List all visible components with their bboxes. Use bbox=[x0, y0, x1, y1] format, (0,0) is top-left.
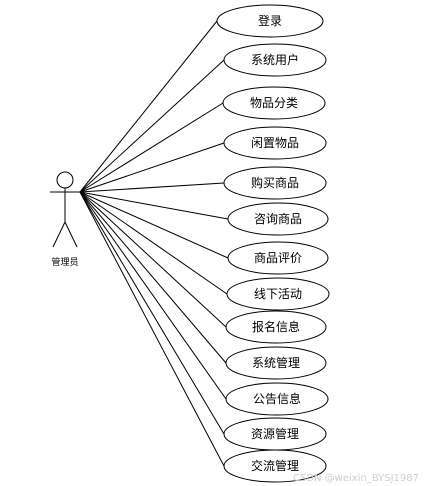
use-case-ellipse bbox=[223, 166, 327, 200]
association-line bbox=[79, 182, 225, 193]
association-line bbox=[79, 102, 224, 193]
association-line bbox=[79, 191, 227, 364]
use-case: 咨询商品 bbox=[227, 202, 329, 236]
use-case: 系统用户 bbox=[223, 43, 327, 77]
use-case-ellipse bbox=[227, 241, 329, 275]
use-case-label: 闲置物品 bbox=[251, 136, 299, 150]
association-line bbox=[79, 20, 218, 193]
actor-left-leg bbox=[52, 221, 66, 248]
use-case-label: 物品分类 bbox=[250, 96, 298, 110]
association-line bbox=[79, 142, 225, 193]
use-case-ellipse bbox=[222, 86, 326, 120]
use-case-ellipse bbox=[226, 277, 330, 311]
association-line bbox=[79, 191, 227, 328]
use-case: 购买商品 bbox=[223, 166, 327, 200]
use-case-label: 咨询商品 bbox=[254, 211, 302, 226]
use-case-ellipse bbox=[216, 4, 324, 38]
use-case-label: 商品评价 bbox=[254, 250, 302, 265]
use-case: 系统管理 bbox=[225, 346, 327, 380]
use-case-ellipse bbox=[223, 449, 327, 483]
association-line bbox=[79, 191, 225, 467]
association-line bbox=[79, 59, 225, 193]
use-case-ellipse bbox=[225, 382, 329, 416]
use-cases: 登录系统用户物品分类闲置物品购买商品咨询商品商品评价线下活动报名信息系统管理公告… bbox=[216, 4, 330, 483]
use-case-label: 系统管理 bbox=[252, 355, 300, 370]
use-case-label: 公告信息 bbox=[253, 391, 301, 406]
use-case-ellipse bbox=[223, 126, 327, 160]
use-case-ellipse bbox=[227, 202, 329, 236]
association-line bbox=[79, 191, 228, 295]
actor-label: 管理员 bbox=[51, 256, 78, 268]
association-line bbox=[79, 191, 229, 220]
use-case: 线下活动 bbox=[226, 277, 330, 311]
use-case: 物品分类 bbox=[222, 86, 326, 120]
actor-administrator: 管理员 bbox=[50, 171, 80, 268]
use-case-label: 登录 bbox=[258, 13, 282, 28]
use-case-ellipse bbox=[223, 43, 327, 77]
use-case-label: 报名信息 bbox=[252, 319, 300, 334]
association-line bbox=[79, 191, 229, 259]
use-case-label: 交流管理 bbox=[251, 458, 299, 473]
watermark: CSDN @weixin_BYSJ1987 bbox=[293, 473, 419, 484]
use-case: 登录 bbox=[216, 4, 324, 38]
use-case: 公告信息 bbox=[225, 382, 329, 416]
use-case-label: 系统用户 bbox=[251, 52, 299, 67]
actor-right-leg bbox=[64, 221, 78, 248]
use-case-label: 线下活动 bbox=[254, 287, 302, 301]
association-lines bbox=[79, 20, 229, 467]
use-case: 闲置物品 bbox=[223, 126, 327, 160]
use-case-ellipse bbox=[225, 346, 327, 380]
use-case-ellipse bbox=[225, 310, 327, 344]
actor-head bbox=[56, 171, 74, 189]
use-case-label: 资源管理 bbox=[251, 426, 299, 441]
association-line bbox=[79, 191, 225, 435]
use-case: 商品评价 bbox=[227, 241, 329, 275]
association-line bbox=[79, 191, 227, 400]
use-case: 报名信息 bbox=[225, 310, 327, 344]
use-case-label: 购买商品 bbox=[251, 175, 299, 190]
use-case: 资源管理 bbox=[223, 417, 327, 451]
use-case: 交流管理 bbox=[223, 449, 327, 483]
